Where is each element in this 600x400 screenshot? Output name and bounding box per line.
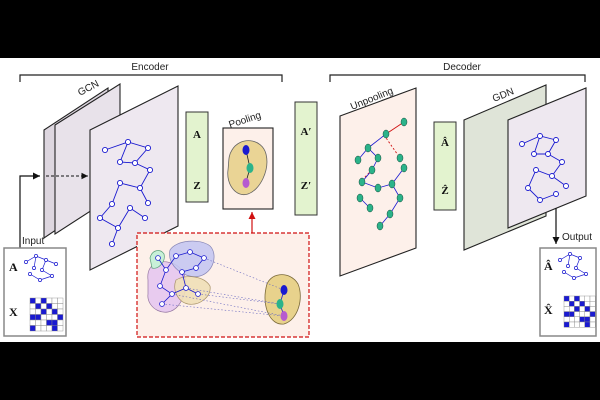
gdn-graph-panel	[507, 87, 587, 229]
architecture-diagram: Encoder Decoder GCN A Z Pooling	[3, 62, 597, 338]
gcn-stack: GCN	[43, 78, 179, 271]
decoder-matrix-box	[433, 121, 457, 211]
output-box: Output Â X̂	[539, 232, 597, 337]
input-feature-label: X	[9, 305, 18, 319]
encoder-matrix-box	[185, 111, 209, 203]
output-label: Output	[562, 232, 592, 243]
decoder-matrix-a: Â	[441, 137, 449, 149]
pooling-detail-arrow	[220, 212, 256, 235]
unpooling-panel: Unpooling	[339, 86, 417, 277]
encoder-matrix-a: A	[193, 129, 201, 141]
decoder-matrix-z: Ẑ	[441, 185, 448, 197]
gcn-graph-panel	[89, 85, 179, 271]
encoder-bracket	[19, 74, 283, 82]
encoder-matrix-z: Z	[193, 180, 200, 192]
input-label: Input	[22, 236, 44, 247]
decoder-bracket	[329, 74, 586, 82]
pooling-detail-box	[136, 232, 310, 338]
input-arrow	[19, 172, 40, 250]
output-feature-label: X̂	[544, 303, 553, 317]
decoder-label: Decoder	[443, 62, 481, 73]
output-graph-label: Â	[544, 259, 553, 273]
pooling-panel: Pooling	[222, 110, 274, 210]
input-box: Input A X	[3, 236, 67, 337]
pooled-matrix-a: A′	[300, 126, 311, 138]
input-feature-matrix	[29, 297, 64, 332]
encoder-label: Encoder	[131, 62, 169, 73]
pooled-matrix-box	[294, 101, 318, 216]
pooled-matrix-z: Z′	[301, 180, 311, 192]
input-graph-label: A	[9, 260, 18, 274]
output-feature-matrix	[563, 295, 596, 328]
diagram-canvas: Encoder Decoder GCN A Z Pooling	[0, 58, 600, 342]
gdn-stack: GDN	[463, 84, 587, 251]
